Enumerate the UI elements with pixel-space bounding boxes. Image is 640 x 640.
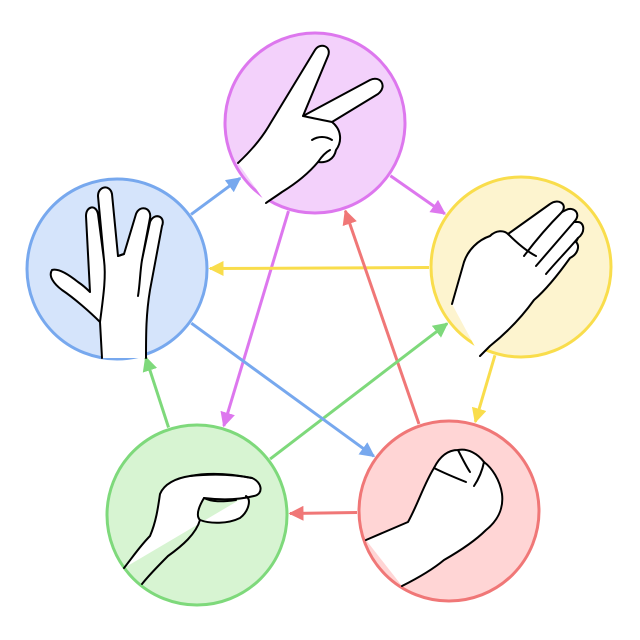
arrow-lizard-to-paper: [269, 322, 449, 461]
lizard-hand-icon: [123, 472, 262, 585]
hands-layer: [49, 44, 585, 587]
arrow-lizard-to-spock: [142, 356, 170, 428]
edges-layer: [142, 174, 497, 521]
arrow-rock-to-scissors: [342, 209, 421, 425]
arrow-spock-to-rock: [190, 321, 376, 458]
paper-hand-icon: [451, 200, 585, 357]
arrow-scissors-to-lizard: [220, 210, 290, 428]
scissors-hand-icon: [237, 44, 384, 204]
arrow-spock-to-scissors: [190, 176, 242, 216]
arrow-rock-to-lizard: [288, 505, 358, 521]
spock-hand-icon: [49, 186, 164, 359]
rock-fist-icon: [365, 448, 504, 587]
arrow-paper-to-spock: [208, 260, 430, 276]
arrow-paper-to-rock: [471, 354, 497, 424]
arrow-scissors-to-paper: [389, 174, 447, 215]
